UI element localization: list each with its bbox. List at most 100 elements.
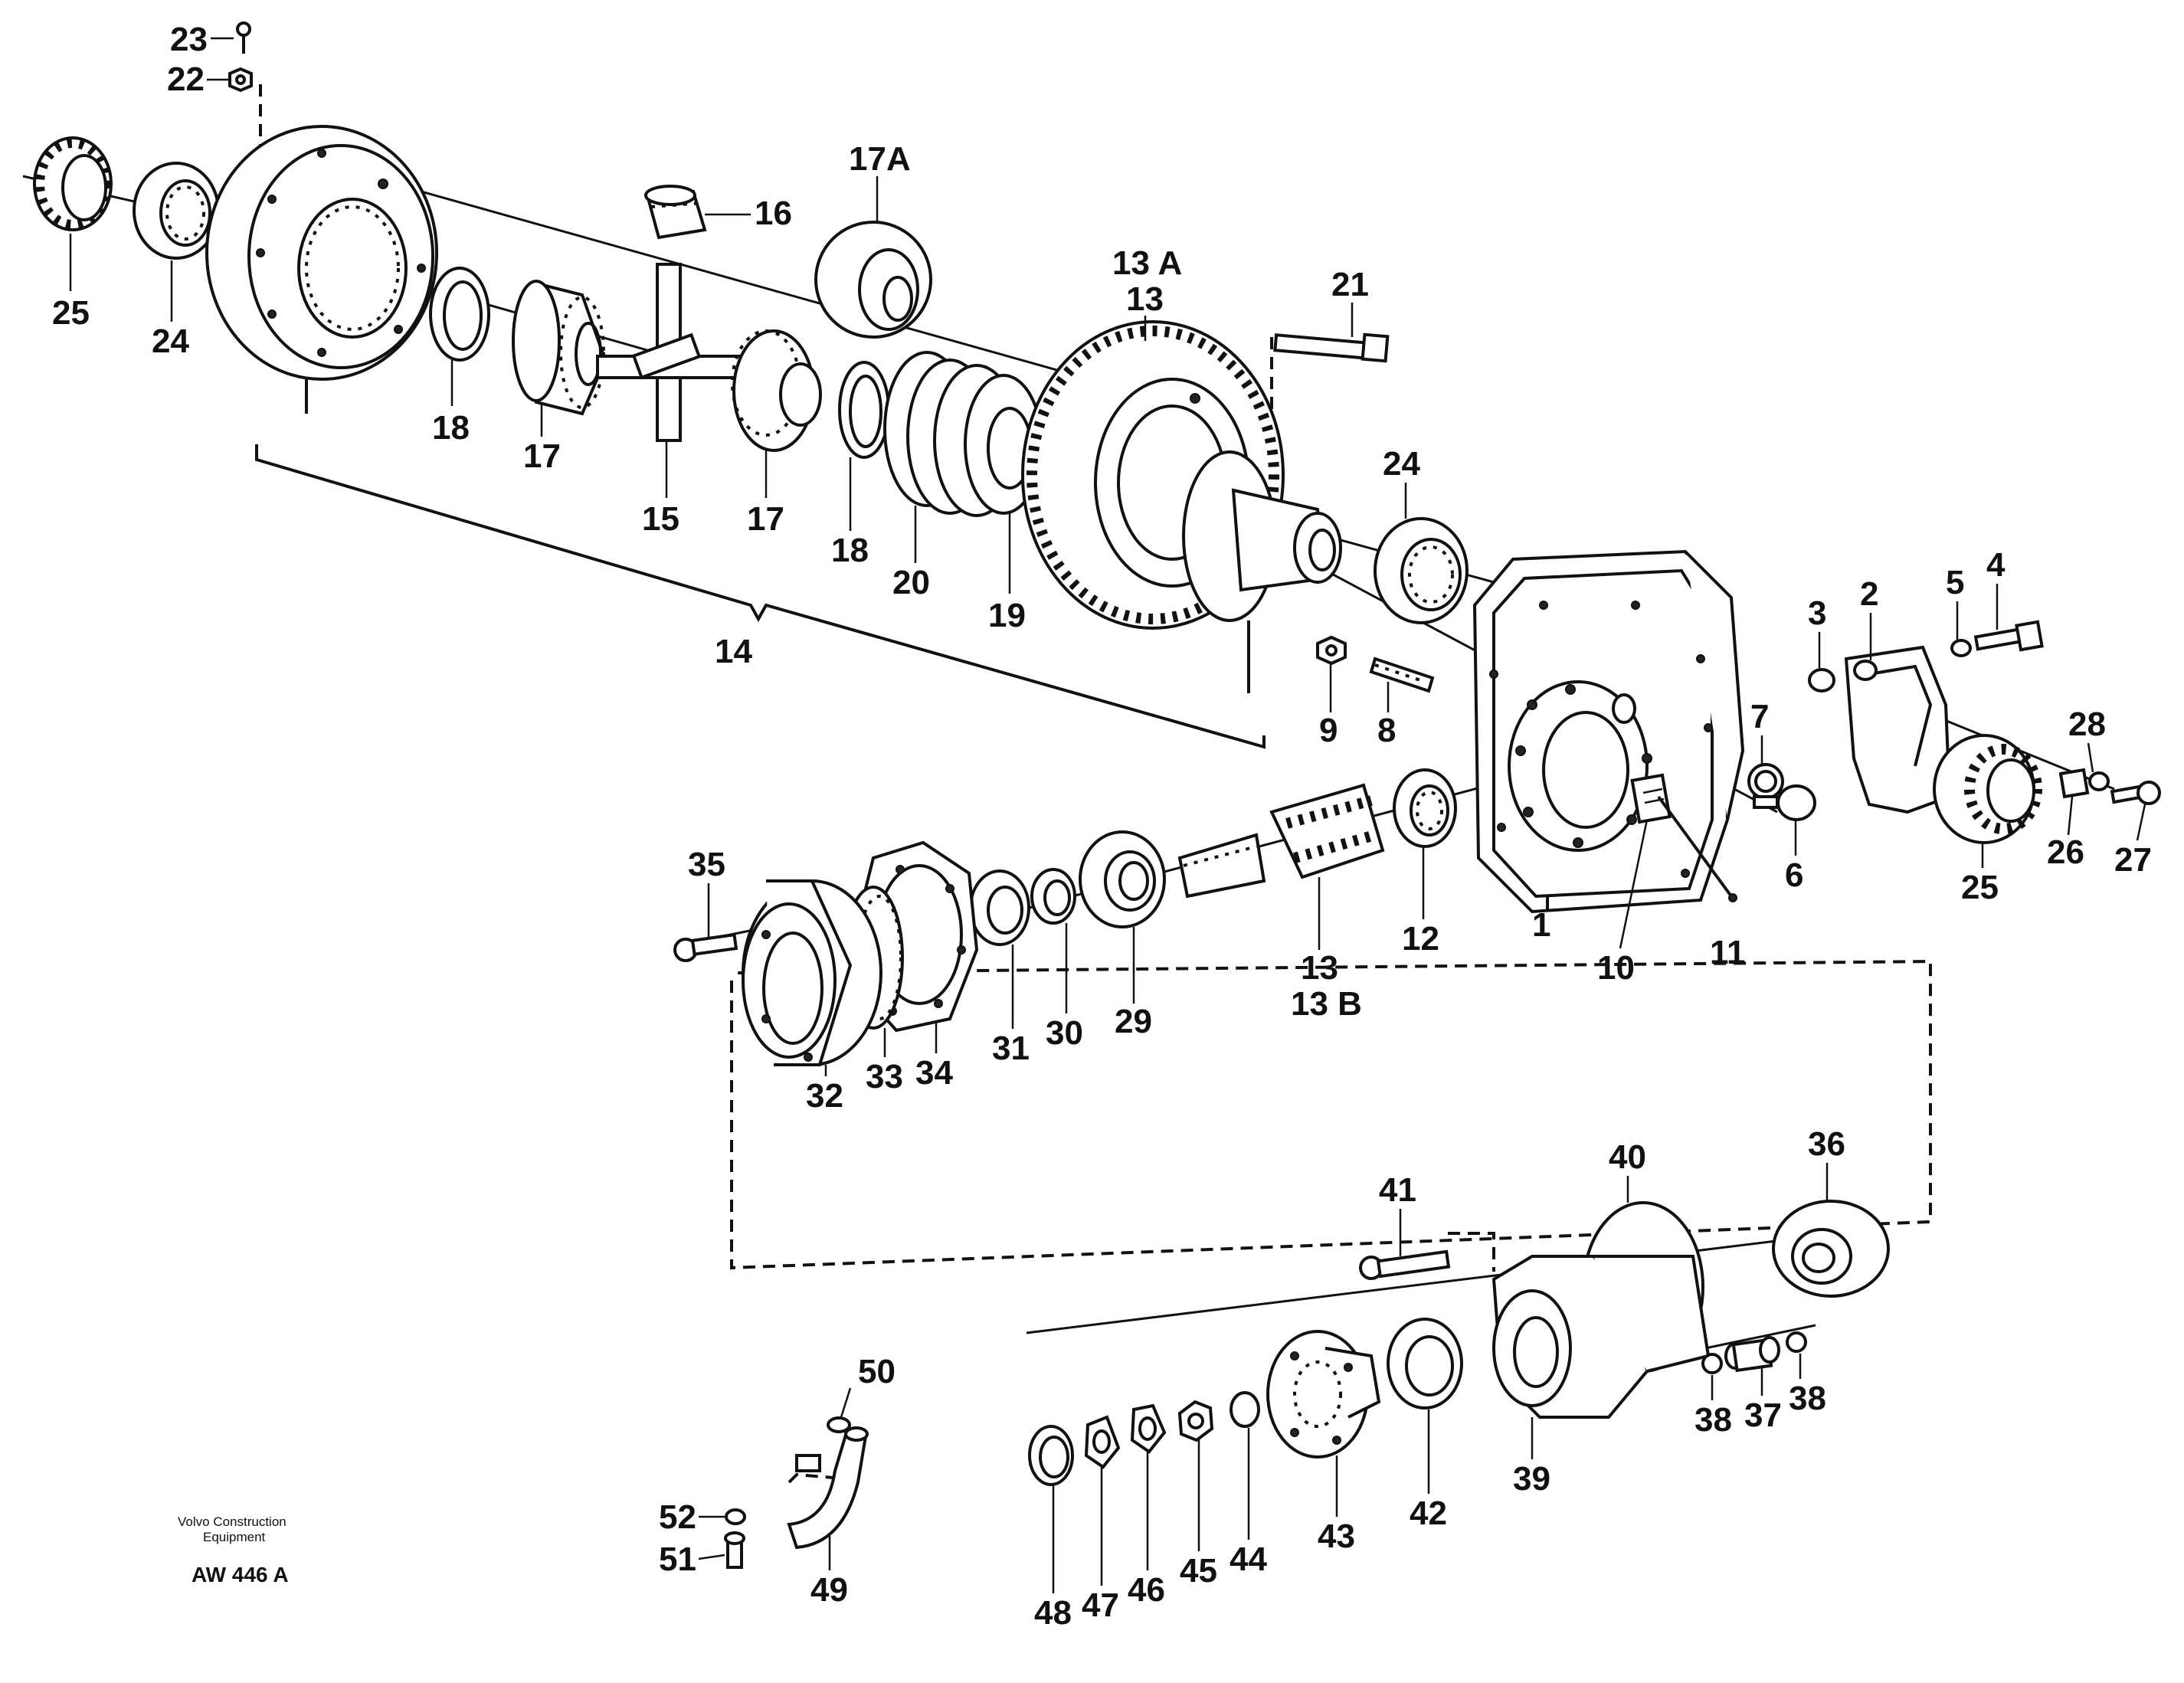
callout-52: 52	[659, 1498, 696, 1536]
callout-29: 29	[1115, 1003, 1152, 1040]
callout-50: 50	[858, 1353, 896, 1390]
bearing-cap-2	[1844, 645, 1952, 814]
screw-51	[724, 1531, 745, 1569]
axle-housing	[1472, 549, 1745, 914]
callout-13A: 13 A	[1112, 244, 1182, 282]
ring-50	[827, 1416, 851, 1433]
callout-labels: 23 22 25 24 16 17A 13 A 13 21 18 17 15 1…	[52, 21, 2152, 1632]
callout-39: 39	[1513, 1460, 1550, 1498]
callout-42: 42	[1410, 1495, 1447, 1532]
washer-3	[1808, 668, 1835, 693]
callout-17A: 17A	[849, 140, 911, 178]
nut-45	[1177, 1400, 1214, 1442]
company-name-line1: Volvo Construction	[178, 1514, 287, 1529]
callout-13-top: 13	[1126, 280, 1164, 318]
callout-43: 43	[1318, 1518, 1355, 1555]
bearing-36	[1772, 1200, 1890, 1298]
callout-25-right: 25	[1961, 869, 1999, 906]
callout-10: 10	[1597, 949, 1635, 987]
callout-17-left: 17	[523, 437, 561, 475]
identification-plate	[1630, 773, 1672, 824]
callout-24-right: 24	[1383, 445, 1420, 483]
callout-32: 32	[806, 1077, 843, 1115]
side-gear-right	[731, 329, 822, 452]
callout-35: 35	[688, 846, 725, 883]
side-gear-left	[512, 280, 607, 416]
callout-13B: 13 B	[1291, 985, 1362, 1023]
rivet-11-head	[1728, 893, 1737, 902]
lock-plate-26	[2058, 768, 2090, 799]
washer-5	[1950, 639, 1972, 657]
splined-nut-right	[1933, 734, 2042, 844]
callout-49: 49	[810, 1571, 848, 1609]
callout-5: 5	[1946, 564, 1964, 601]
callout-30: 30	[1046, 1014, 1083, 1052]
callout-7: 7	[1750, 698, 1769, 735]
footer: Volvo Construction Equipment AW 446 A	[178, 1514, 289, 1586]
callout-6: 6	[1785, 856, 1803, 894]
callout-22: 22	[167, 61, 205, 98]
callout-8: 8	[1377, 712, 1396, 749]
lock-plate-47	[1084, 1415, 1121, 1469]
callout-19: 19	[988, 597, 1026, 634]
callout-20: 20	[892, 564, 930, 601]
callout-36: 36	[1808, 1125, 1845, 1163]
hose-elbow-49	[787, 1426, 869, 1550]
callout-15: 15	[642, 500, 679, 538]
callout-9: 9	[1319, 712, 1338, 749]
callout-31: 31	[992, 1030, 1030, 1067]
washer-52	[725, 1508, 746, 1525]
callout-46: 46	[1128, 1571, 1165, 1609]
callout-34: 34	[915, 1054, 953, 1092]
callout-25-left: 25	[52, 294, 90, 332]
callout-48: 48	[1034, 1594, 1072, 1632]
callout-41: 41	[1379, 1171, 1416, 1209]
seal-42	[1387, 1318, 1463, 1410]
callout-16: 16	[755, 195, 792, 232]
callout-27: 27	[2114, 841, 2152, 879]
callout-4: 4	[1986, 546, 2006, 584]
nut-9	[1316, 635, 1347, 666]
group-bracket-14	[255, 444, 1266, 749]
drawing-code: AW 446 A	[192, 1563, 289, 1586]
differential-carrier-hub	[1182, 450, 1342, 693]
side-gear-17a	[814, 221, 932, 339]
screw-23	[236, 21, 251, 54]
thrust-washer-right	[838, 361, 890, 459]
callout-17-right: 17	[747, 500, 784, 538]
callout-44: 44	[1230, 1541, 1267, 1578]
bearing-29	[1079, 830, 1166, 928]
bearing-housing-32	[742, 879, 882, 1066]
sleeve-37	[1724, 1336, 1780, 1373]
o-ring-7	[1747, 763, 1784, 800]
pinion-gear-small	[644, 185, 707, 240]
callout-45: 45	[1180, 1552, 1217, 1590]
bolt-4	[1973, 620, 2044, 652]
seal-31	[969, 869, 1030, 946]
bolt-21	[1273, 332, 1390, 363]
callout-33: 33	[866, 1058, 903, 1095]
plug-6	[1753, 784, 1816, 821]
callout-1: 1	[1532, 906, 1550, 944]
washer-44	[1230, 1391, 1260, 1428]
callout-26: 26	[2047, 833, 2084, 871]
washer-38b	[1786, 1331, 1807, 1353]
bolt-35	[673, 932, 738, 962]
callout-24-left: 24	[152, 323, 189, 360]
circlip-48	[1028, 1425, 1074, 1486]
thrust-washer-left	[429, 267, 490, 362]
pinion-housing-39	[1491, 1255, 1711, 1419]
callout-40: 40	[1609, 1138, 1646, 1176]
splined-nut-left	[33, 136, 113, 231]
callout-18-left: 18	[432, 409, 470, 447]
bearing-right	[1374, 517, 1469, 624]
callout-12: 12	[1402, 920, 1439, 958]
company-name-line2: Equipment	[203, 1530, 266, 1544]
callout-11: 11	[1710, 934, 1746, 971]
callout-13-mid: 13	[1301, 949, 1338, 987]
callout-23: 23	[170, 21, 208, 58]
stud-8	[1369, 657, 1435, 693]
callout-18-right: 18	[831, 532, 869, 569]
callout-37: 37	[1744, 1396, 1782, 1434]
